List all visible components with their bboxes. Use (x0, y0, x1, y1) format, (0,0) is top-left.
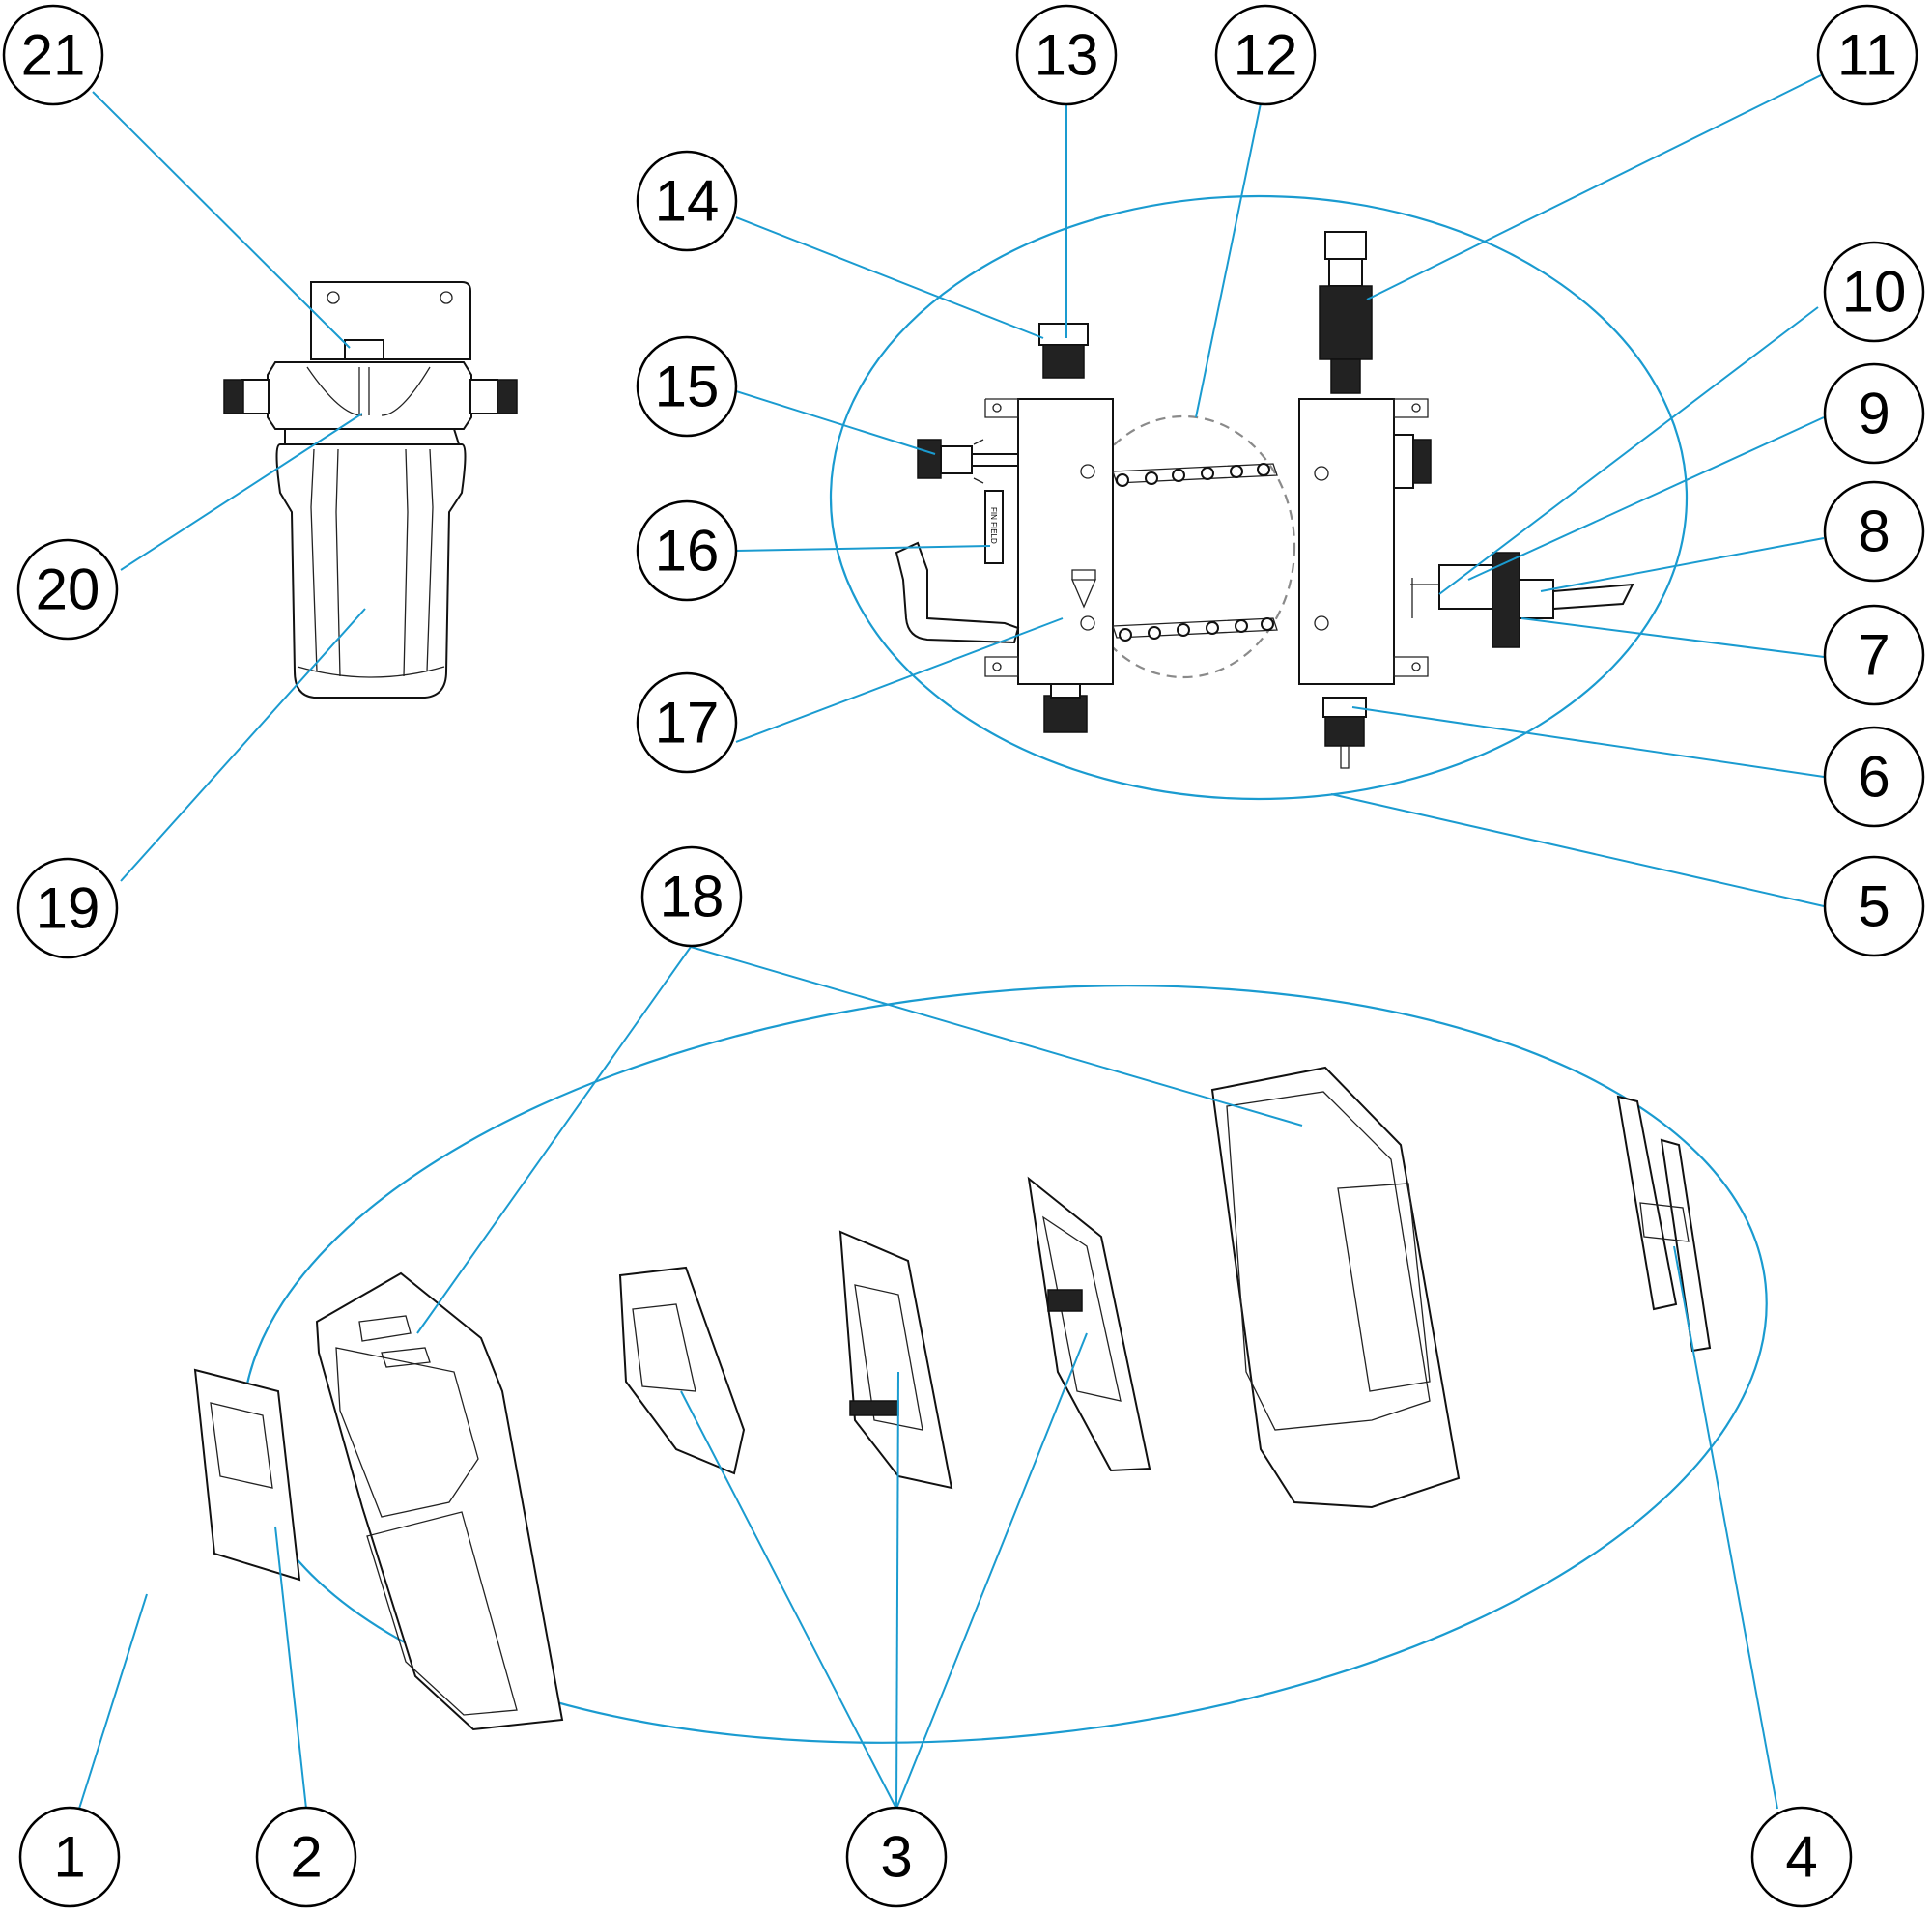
callout-label: 7 (1858, 623, 1889, 688)
callout-20: 20 (16, 538, 119, 641)
drain-plug-6-drawing (1322, 697, 1367, 769)
callout-9: 9 (1823, 362, 1925, 465)
callout-label: 11 (1837, 23, 1897, 88)
callout-12: 12 (1214, 4, 1317, 106)
electrodes-12-drawing (1112, 463, 1278, 642)
clamp-16-drawing: FIN FIELD (895, 490, 1020, 644)
callout-11: 11 (1816, 4, 1918, 106)
callout-8: 8 (1823, 480, 1925, 583)
callout-label: 15 (655, 355, 720, 419)
connector-7-10-drawing (1410, 552, 1634, 648)
front-label-2-drawing (193, 1368, 301, 1582)
leader-14 (735, 216, 1044, 339)
leader-16 (735, 545, 991, 552)
callout-label: 19 (36, 876, 100, 941)
leader-12 (1195, 102, 1262, 418)
leader-19 (120, 608, 366, 882)
callout-label: 5 (1858, 874, 1889, 939)
front-cover-drawing (315, 1271, 564, 1731)
cell-left-block-drawing (984, 398, 1114, 733)
callout-label: 1 (53, 1825, 85, 1890)
leader-3b (895, 1371, 899, 1810)
leader-21 (92, 91, 351, 349)
wall-bracket-4-drawing (1616, 1095, 1712, 1353)
leader-18b (690, 946, 1303, 1127)
callout-label: 13 (1035, 23, 1099, 88)
callout-label: 12 (1234, 23, 1298, 88)
leader-2 (274, 1526, 307, 1810)
callout-10: 10 (1823, 241, 1925, 343)
top-fitting-13-drawing (1038, 323, 1089, 379)
leader-5 (1330, 793, 1825, 907)
callout-label: 14 (655, 169, 720, 234)
callout-label: 21 (21, 23, 86, 88)
leader-18a (416, 946, 692, 1334)
filter-housing-drawing (223, 281, 518, 699)
display-board-drawing (618, 1266, 746, 1475)
callout-label: 16 (655, 519, 720, 584)
callout-16: 16 (636, 499, 738, 602)
leader-1 (78, 1593, 148, 1810)
leader-15 (735, 390, 936, 455)
callout-7: 7 (1823, 604, 1925, 706)
main-board-drawing (838, 1230, 953, 1490)
leader-3a (680, 1390, 897, 1810)
callout-2: 2 (255, 1806, 357, 1908)
leader-10 (1438, 306, 1819, 595)
callout-13: 13 (1015, 4, 1118, 106)
leader-8 (1540, 537, 1825, 592)
leader-3c (895, 1332, 1088, 1810)
callout-21: 21 (2, 4, 104, 106)
leader-11 (1366, 74, 1822, 300)
rear-housing-drawing (1210, 1066, 1461, 1509)
leader-6 (1351, 706, 1825, 778)
callout-label: 4 (1785, 1825, 1817, 1890)
callout-label: 3 (880, 1825, 912, 1890)
callout-label: 18 (660, 865, 724, 929)
callout-19: 19 (16, 857, 119, 959)
callout-label: 2 (290, 1825, 322, 1890)
callout-4: 4 (1750, 1806, 1853, 1908)
leader-7 (1520, 617, 1825, 658)
callout-18: 18 (640, 845, 743, 948)
callout-6: 6 (1823, 726, 1925, 828)
callout-17: 17 (636, 671, 738, 774)
leader-4 (1673, 1245, 1778, 1810)
callout-label: 6 (1858, 745, 1889, 810)
callout-label: 10 (1842, 260, 1907, 325)
callout-3: 3 (845, 1806, 948, 1908)
callout-label: 20 (36, 557, 100, 622)
callout-label: 9 (1858, 382, 1889, 446)
cell-assembly-group-ellipse (829, 194, 1689, 801)
flow-switch-11-drawing (1319, 231, 1373, 394)
cell-right-block-drawing (1298, 398, 1432, 685)
callout-15: 15 (636, 335, 738, 438)
callout-1: 1 (18, 1806, 121, 1908)
leader-17 (735, 617, 1064, 743)
callout-5: 5 (1823, 855, 1925, 957)
leader-20 (120, 413, 363, 571)
svg-text:FIN FIELD: FIN FIELD (989, 507, 998, 544)
sensor-15-drawing (917, 439, 1019, 484)
leader-9 (1467, 416, 1825, 581)
callout-label: 8 (1858, 499, 1889, 564)
callout-label: 17 (655, 691, 720, 756)
callout-14: 14 (636, 150, 738, 252)
power-board-drawing (1027, 1176, 1151, 1472)
